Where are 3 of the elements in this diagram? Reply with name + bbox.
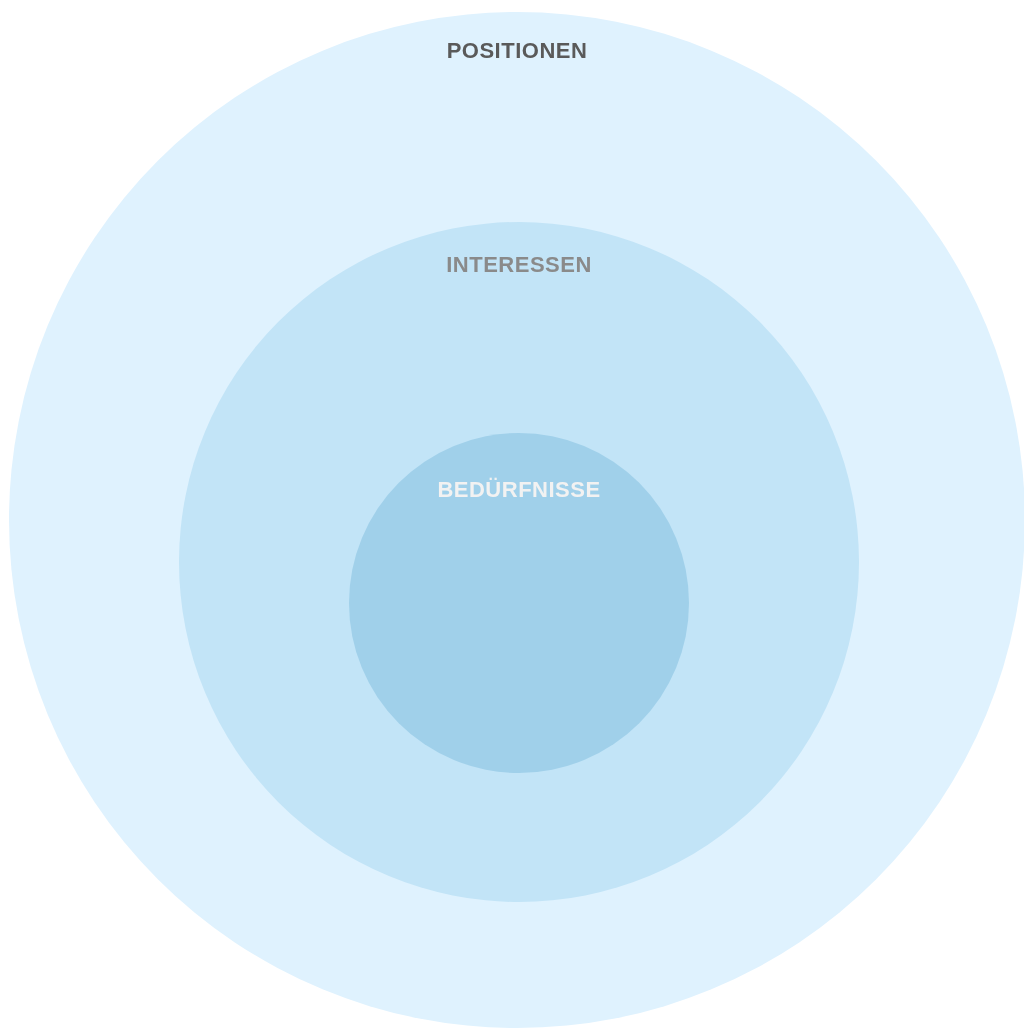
ring-label: INTERESSEN xyxy=(446,252,592,278)
ring-label: BEDÜRFNISSE xyxy=(437,477,601,503)
ring-label: POSITIONEN xyxy=(446,38,588,64)
